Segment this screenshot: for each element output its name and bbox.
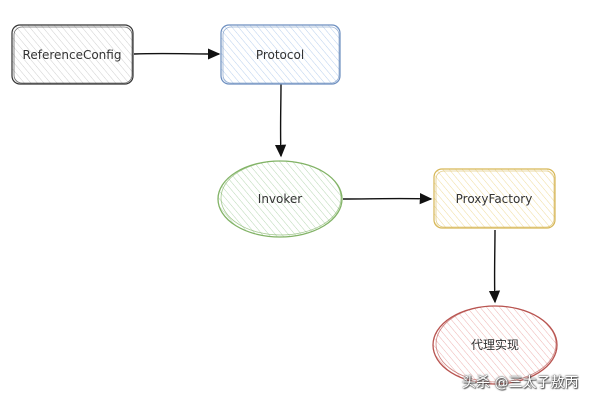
node-protocol: Protocol xyxy=(220,24,341,85)
proxy-impl-label: 代理实现 xyxy=(471,337,519,352)
node-reference-config: ReferenceConfig xyxy=(11,24,134,85)
reference-config-label: ReferenceConfig xyxy=(23,48,122,62)
node-proxy-impl: 代理实现 xyxy=(432,305,558,385)
node-proxy-factory: ProxyFactory xyxy=(433,168,556,229)
watermark-text: 头杀 @三太子敖丙 xyxy=(462,375,579,391)
protocol-label: Protocol xyxy=(256,48,304,62)
invoker-label: Invoker xyxy=(258,192,302,206)
node-invoker: Invoker xyxy=(217,160,343,238)
proxy-factory-label: ProxyFactory xyxy=(456,192,533,206)
